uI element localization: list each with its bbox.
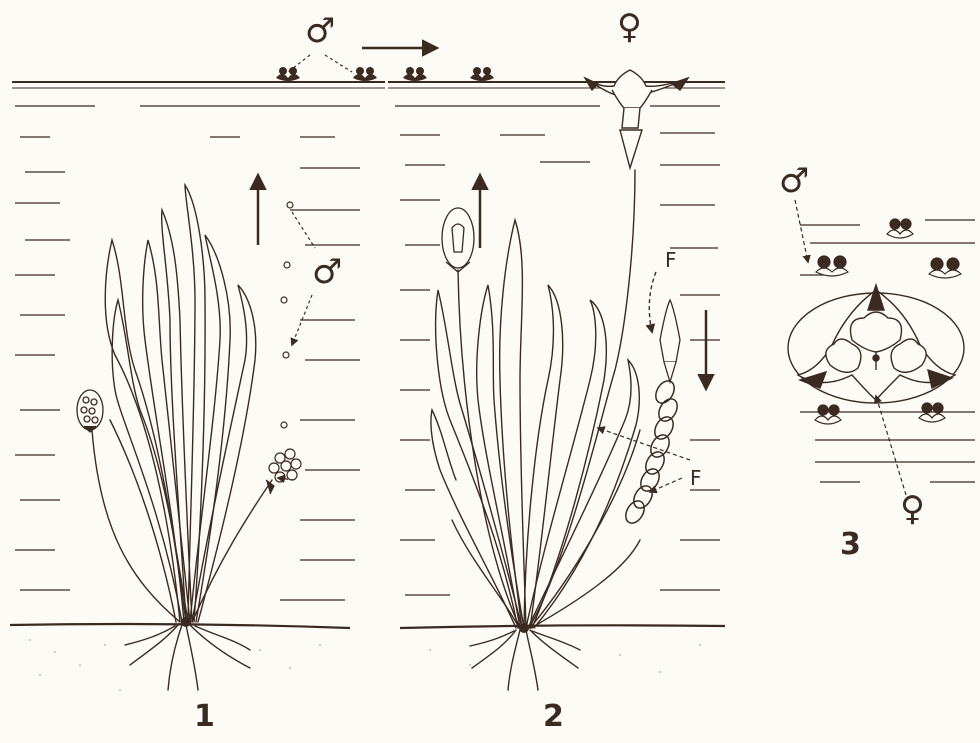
bud-panel-2 xyxy=(442,208,474,272)
rising-male-flowers xyxy=(281,202,293,428)
male-symbol-panel-1: ♂ xyxy=(312,255,342,289)
floating-male-flowers xyxy=(276,67,494,81)
male-dash-arrow-3 xyxy=(795,200,808,262)
coiled-flower-panel-2 xyxy=(660,300,680,382)
panel-3-female-flower xyxy=(788,285,964,403)
female-symbol-top: ♀ xyxy=(617,10,642,44)
male-inflorescence-panel-1 xyxy=(266,449,301,494)
female-flower-panel-1 xyxy=(77,390,103,432)
ground xyxy=(10,624,725,628)
panel-number-3: 3 xyxy=(840,530,861,560)
f-dash-arrow xyxy=(649,272,656,332)
dash-line xyxy=(292,212,315,248)
coil xyxy=(622,378,681,527)
plant-panel-1 xyxy=(92,185,272,690)
female-symbol-panel-3: ♀ xyxy=(900,492,925,526)
female-dash-arrow-3 xyxy=(876,396,906,495)
panel-number-1: 1 xyxy=(194,702,215,732)
letter-f-lower: F xyxy=(690,468,702,488)
letter-f-upper: F xyxy=(665,250,677,270)
dash-right xyxy=(325,55,352,72)
male-symbol-top: ♂ xyxy=(305,14,335,48)
female-flower-surface xyxy=(585,70,688,168)
panel-number-2: 2 xyxy=(543,702,564,732)
male-symbol-panel-3: ♂ xyxy=(779,164,809,198)
p-dash-arrow-1 xyxy=(598,428,690,460)
p-dash-arrow-2 xyxy=(650,478,682,492)
